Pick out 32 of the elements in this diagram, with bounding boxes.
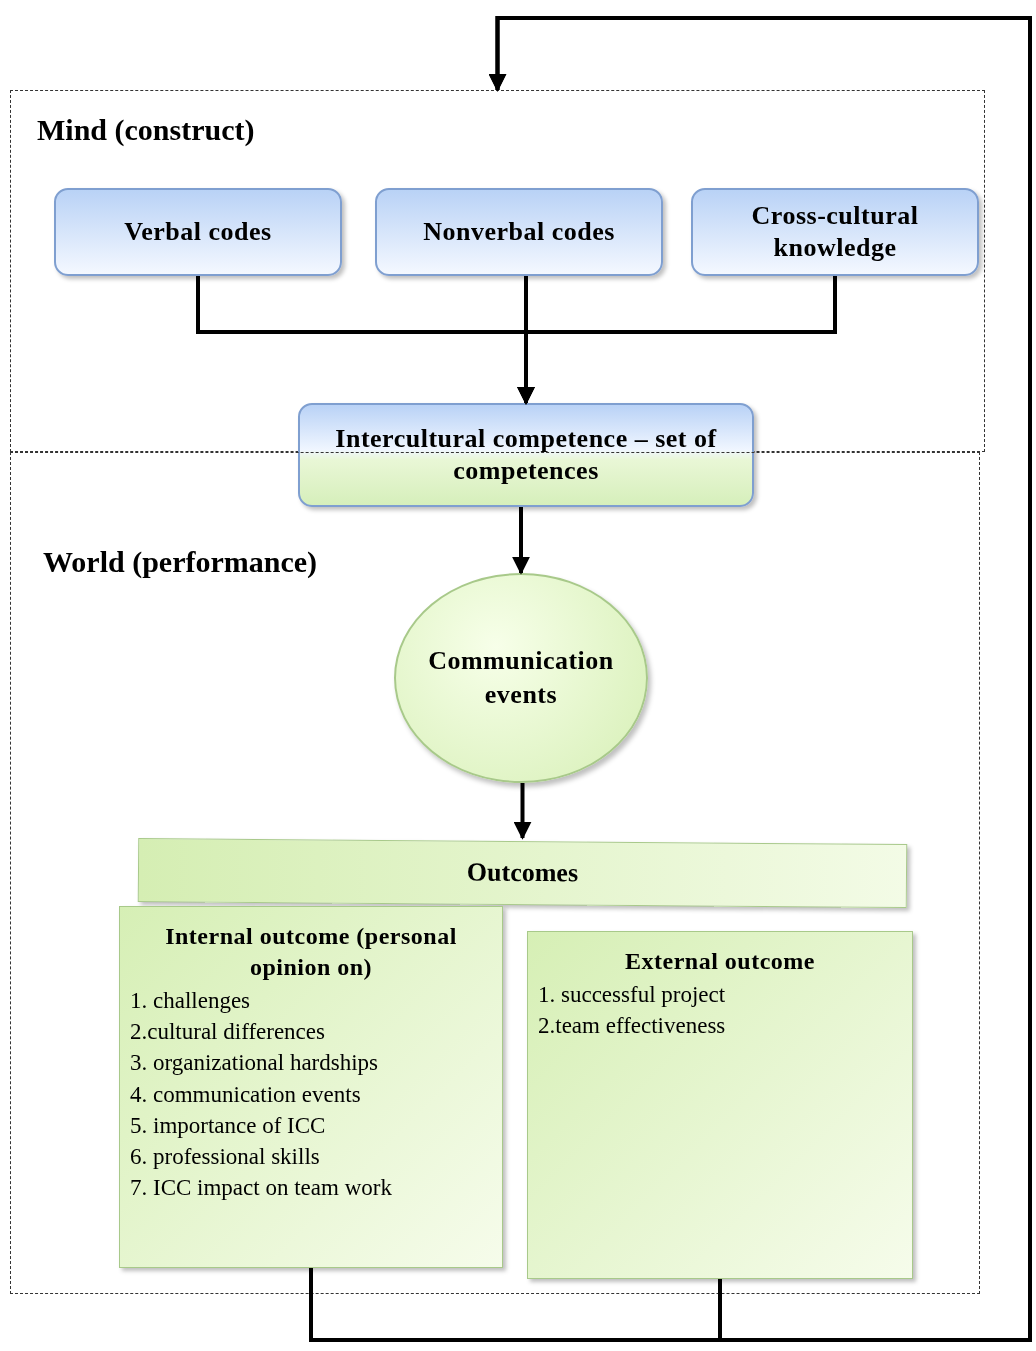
- arrow: [488, 16, 1032, 1342]
- panel-heading: External outcome: [624, 947, 816, 976]
- list-item: 2.team effectiveness: [538, 1012, 727, 1041]
- region-title: World (performance): [43, 545, 318, 579]
- region-title: Mind (construct): [37, 113, 255, 147]
- dashed-region: [10, 90, 985, 452]
- panel-heading: Internal outcome (personal opinion on): [164, 922, 458, 983]
- process-box: [54, 188, 342, 276]
- process-box: [375, 188, 663, 276]
- list-item: 1. successful project: [538, 981, 727, 1010]
- node-label: Outcomes: [466, 857, 579, 889]
- node-label: Communication events: [427, 645, 615, 711]
- list-item: 7. ICC impact on team work: [130, 1173, 393, 1202]
- list-item: 1. challenges: [130, 987, 252, 1016]
- header-band: [137, 838, 908, 908]
- list-item: 3. organizational hardships: [130, 1049, 380, 1078]
- list-item: 4. communication events: [130, 1080, 362, 1109]
- arrow: [513, 783, 532, 840]
- process-box: [298, 403, 754, 507]
- node-label: Nonverbal codes: [423, 215, 615, 248]
- list-item: 2.cultural differences: [130, 1018, 326, 1047]
- list-item: 6. professional skills: [130, 1142, 321, 1171]
- outcome-panel: [527, 931, 913, 1279]
- node-label: Cross-cultural knowledge: [750, 199, 920, 264]
- node-label: Intercultural competence – set of competences: [334, 422, 718, 487]
- node-label: Verbal codes: [124, 215, 272, 248]
- arrow: [517, 276, 837, 405]
- dashed-region: [10, 452, 980, 1294]
- outcome-panel: [119, 906, 503, 1268]
- list-item: 5. importance of ICC: [130, 1111, 327, 1140]
- arrow: [512, 507, 530, 575]
- process-box: [691, 188, 979, 276]
